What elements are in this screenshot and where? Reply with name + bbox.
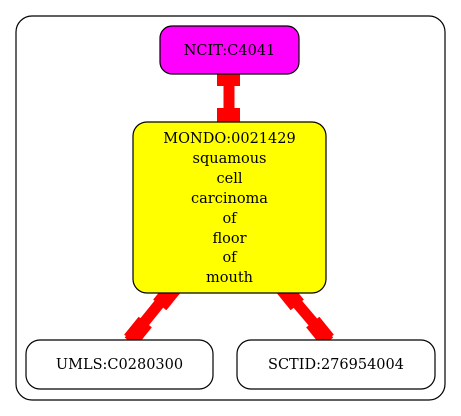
- node-ncit-box: [159, 25, 300, 75]
- node-sctid[interactable]: SCTID:276954004: [236, 339, 436, 390]
- node-sctid-label: SCTID:276954004: [268, 357, 404, 373]
- node-mondo-line: mouth: [206, 270, 253, 286]
- node-ncit[interactable]: NCIT:C4041: [159, 25, 300, 75]
- node-mondo-line: carcinoma: [191, 191, 268, 207]
- cluster-border: [15, 15, 446, 401]
- node-mondo-line: cell: [217, 171, 243, 187]
- node-umls[interactable]: UMLS:C0280300: [25, 339, 214, 390]
- node-ncit-label: NCIT:C4041: [184, 43, 276, 59]
- node-mondo-line: MONDO:0021429: [163, 131, 295, 147]
- node-mondo-line: floor: [212, 231, 246, 247]
- node-mondo[interactable]: MONDO:0021429 squamous cell carcinoma of…: [132, 121, 327, 294]
- node-umls-label: UMLS:C0280300: [56, 357, 183, 373]
- node-mondo-box: [132, 121, 327, 294]
- node-sctid-box: [236, 339, 436, 390]
- node-mondo-line: of: [222, 250, 238, 266]
- edge-ncit-mondo: [217, 69, 240, 125]
- node-umls-box: [25, 339, 214, 390]
- node-mondo-line: squamous: [193, 151, 267, 167]
- node-mondo-line: of: [222, 211, 238, 227]
